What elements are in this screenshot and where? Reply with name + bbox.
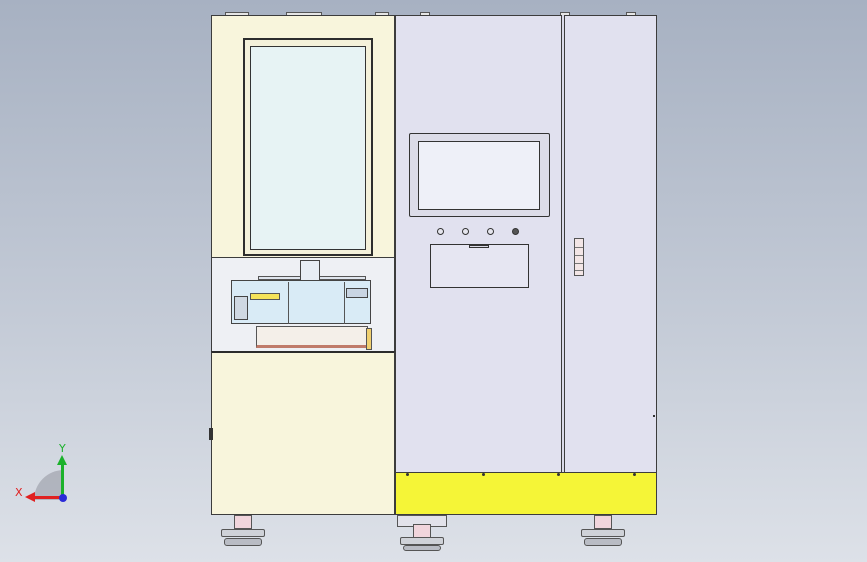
base-bolt-4	[633, 473, 636, 476]
mechanism-divider-1	[288, 282, 289, 324]
base-bolt-1	[406, 473, 409, 476]
left-cabinet-lower-door[interactable]	[211, 351, 395, 515]
triad-y-axis	[61, 462, 64, 498]
right-cabinet-yellow-base	[395, 472, 657, 515]
mechanism-clamp	[346, 288, 368, 298]
triad-y-arrowhead	[57, 455, 67, 465]
hmi-button-3[interactable]	[487, 228, 494, 235]
leveling-foot-1-stem	[234, 515, 252, 529]
triad-y-label: Y	[59, 442, 66, 455]
keyboard-drawer[interactable]	[430, 244, 529, 288]
leveling-foot-2-stem	[413, 524, 431, 538]
left-cabinet-window-glass[interactable]	[250, 46, 366, 250]
triad-x-label: X	[15, 486, 23, 499]
keyboard-drawer-handle[interactable]	[469, 245, 489, 248]
right-cabinet-door-seam	[561, 15, 565, 473]
leveling-foot-1-pad	[221, 529, 265, 537]
triad-x-arrowhead	[25, 492, 35, 502]
base-bolt-3	[557, 473, 560, 476]
hmi-button-1[interactable]	[437, 228, 444, 235]
triad-x-axis	[32, 496, 62, 499]
left-door-hinge	[209, 428, 213, 440]
leveling-foot-2-base	[403, 545, 441, 551]
triad-z-axis-origin	[59, 494, 67, 502]
door-latch-dot	[653, 415, 655, 417]
indicator-segment-4	[575, 270, 583, 271]
leveling-foot-3-pad	[581, 529, 625, 537]
mechanism-divider-2	[344, 282, 345, 324]
mechanism-motor	[234, 296, 248, 320]
mechanism-base-tray	[256, 326, 368, 348]
mechanism-side-post	[366, 328, 372, 350]
indicator-segment-1	[575, 247, 583, 248]
mechanism-yellow-block	[250, 293, 280, 300]
mechanism-post	[300, 260, 320, 282]
indicator-segment-2	[575, 255, 583, 256]
hmi-button-4[interactable]	[512, 228, 519, 235]
base-bolt-2	[482, 473, 485, 476]
leveling-foot-1-base	[224, 538, 262, 546]
hmi-screen[interactable]	[418, 141, 540, 210]
leveling-foot-3-stem	[594, 515, 612, 529]
signal-tower-indicator	[574, 238, 584, 276]
hmi-button-2[interactable]	[462, 228, 469, 235]
leveling-foot-2-pad	[400, 537, 444, 545]
indicator-segment-3	[575, 263, 583, 264]
leveling-foot-3-base	[584, 538, 622, 546]
mechanism-body[interactable]	[231, 280, 371, 324]
